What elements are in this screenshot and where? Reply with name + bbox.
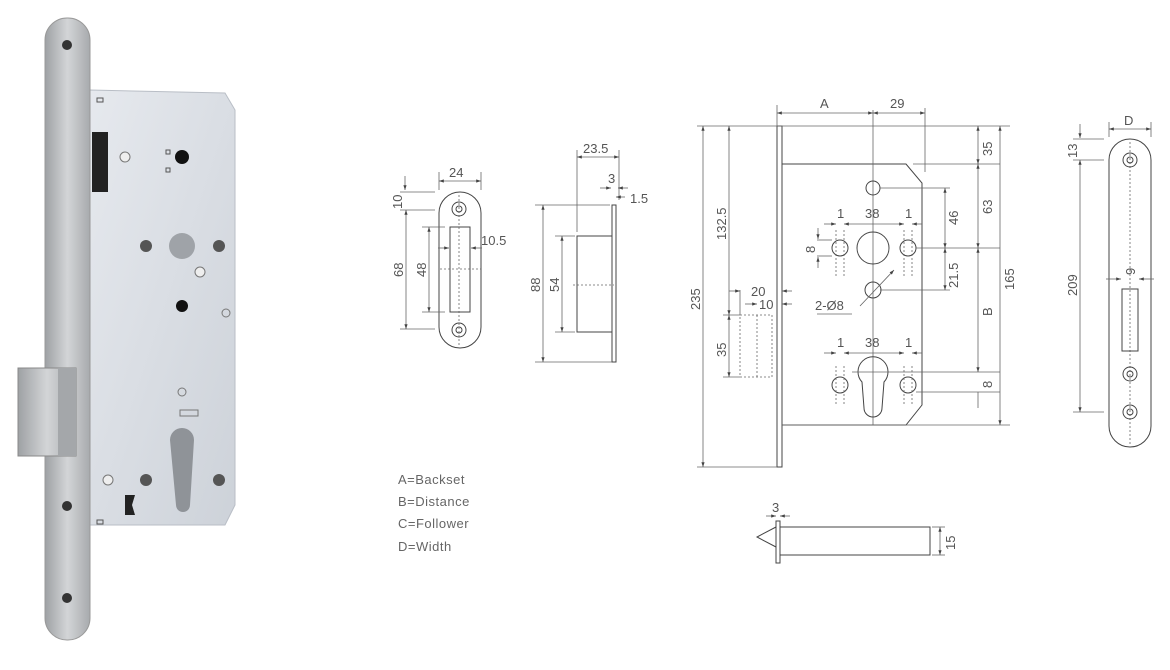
- dim-top-offset: 35: [980, 142, 995, 156]
- lock-case: [89, 89, 236, 526]
- dim-upper-hole: 46: [946, 211, 961, 225]
- dim-box-depth: 23.5: [583, 141, 608, 156]
- dim-tol-left-2: 1: [837, 335, 844, 350]
- lock-photo: [17, 17, 236, 641]
- dim-backset: A: [820, 96, 829, 111]
- dim-strike-spacing: 68: [391, 263, 406, 277]
- dim-faceplate-width: D: [1124, 113, 1133, 128]
- legend-backset: A=Backset: [398, 472, 465, 487]
- dim-faceplate-top: 13: [1065, 144, 1080, 158]
- deadbolt-slot: [92, 132, 108, 192]
- latch-side-view: 3 15: [755, 500, 958, 564]
- dim-faceplate-height: 235: [688, 288, 703, 310]
- strike-box-side: 23.5 3 1.5 88 54: [528, 141, 648, 363]
- dim-latch-height: 35: [714, 343, 729, 357]
- dim-tol-right: 1: [905, 206, 912, 221]
- dim-edge-center: 29: [890, 96, 904, 111]
- dim-lip: 1.5: [630, 191, 648, 206]
- dim-inner-height: 54: [547, 278, 562, 292]
- screw: [119, 151, 131, 163]
- legend-follower: C=Follower: [398, 516, 469, 531]
- screw-hole: [62, 40, 72, 50]
- dim-hole-dia: 8: [803, 246, 818, 253]
- follower-hole: [169, 233, 195, 259]
- lock-body-drawing: A 29 235 132.5 35 20 10 46 21.5 35 63: [688, 96, 1017, 468]
- legend-width: D=Width: [398, 539, 452, 554]
- dim-slot-height: 48: [414, 263, 429, 277]
- dim-lower-hole: 21.5: [946, 263, 961, 288]
- dim-strike-width: 24: [449, 165, 463, 180]
- legend: A=Backset B=Distance C=Follower D=Width: [398, 472, 470, 554]
- dim-distance: B: [980, 307, 995, 316]
- dim-case-height: 165: [1002, 268, 1017, 290]
- dim-faceplate-spacing: 209: [1065, 274, 1080, 296]
- dim-spacing: 38: [865, 206, 879, 221]
- dim-strike-top: 10: [390, 195, 405, 209]
- faceplate: [44, 17, 91, 641]
- legend-distance: B=Distance: [398, 494, 470, 509]
- dim-follower-height: 63: [980, 200, 995, 214]
- strike-plate-front: 24 10 68 48 10.5: [390, 165, 506, 349]
- dim-screw-holes: 2-Ø8: [815, 298, 844, 313]
- screw-hole: [62, 501, 72, 511]
- dim-tol-right-2: 1: [905, 335, 912, 350]
- dim-faceplate-slot: 9: [1123, 268, 1138, 275]
- dim-latch-height-side: 15: [943, 536, 958, 550]
- dim-latch-thickness: 3: [772, 500, 779, 515]
- dim-plate-thickness: 3: [608, 171, 615, 186]
- dim-slot-width: 10.5: [481, 233, 506, 248]
- faceplate-drawing: D 13 209 9: [1065, 113, 1154, 448]
- dim-box-height: 88: [528, 278, 543, 292]
- dim-tol-left: 1: [837, 206, 844, 221]
- cylinder-hole: [170, 428, 194, 512]
- dim-spacing-2: 38: [865, 335, 879, 350]
- screw-hole: [62, 593, 72, 603]
- dim-latch-throw: 20: [751, 284, 765, 299]
- dim-cyl-offset: 8: [980, 381, 995, 388]
- dim-latch-position: 132.5: [714, 207, 729, 240]
- dim-latch-offset: 10: [759, 297, 773, 312]
